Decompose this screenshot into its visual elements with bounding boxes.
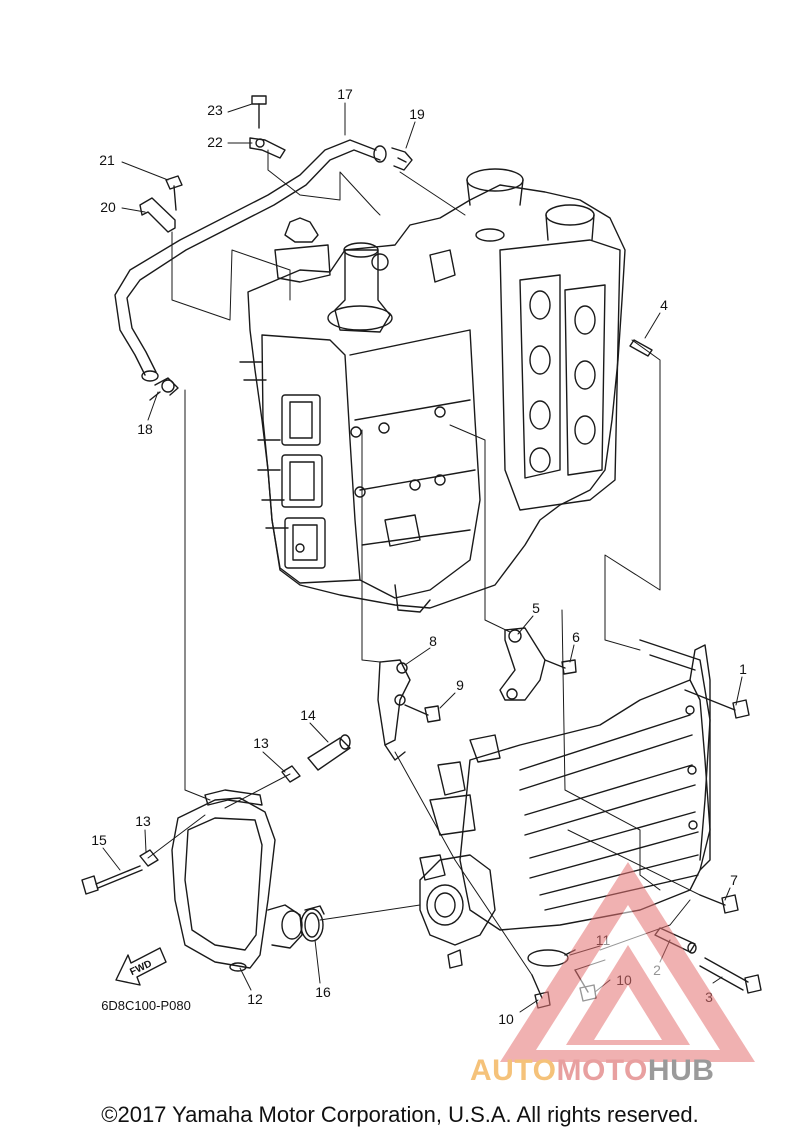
- callout-13b: 13: [135, 813, 151, 829]
- watermark-part-auto: AUTO: [470, 1054, 557, 1087]
- callout-13a: 13: [253, 735, 269, 751]
- callout-20: 20: [100, 199, 116, 215]
- watermark-part-hub: HUB: [647, 1054, 715, 1087]
- callout-17: 17: [337, 86, 353, 102]
- bolt-15: [81, 865, 143, 895]
- clip-19: [391, 147, 413, 171]
- bracket-22: [249, 137, 286, 159]
- bolt-21: [165, 175, 183, 211]
- hose-clamp-18: [149, 377, 179, 401]
- callout-labels: 1 2 3 4 5 6 7 8 9 10 10 11 12 13 13 14 1…: [91, 86, 747, 1027]
- alignment-lines: [147, 149, 701, 976]
- cylinder-block: [239, 168, 626, 613]
- bracket-8: [377, 659, 411, 761]
- hose-14: [307, 734, 351, 771]
- bracket-5: [499, 627, 546, 701]
- pin-4: [629, 339, 653, 357]
- bolt-7: [699, 894, 739, 914]
- callout-22: 22: [207, 134, 223, 150]
- hose: [114, 139, 387, 382]
- callout-16: 16: [315, 984, 331, 1000]
- callout-19: 19: [409, 106, 425, 122]
- leader-lines: [102, 102, 743, 1013]
- bracket-20: [139, 197, 176, 233]
- bolt-9: [404, 704, 441, 723]
- watermark-brand: AUTOMOTOHUB: [470, 1054, 800, 1094]
- intake-manifold: [419, 639, 711, 969]
- callout-6: 6: [572, 629, 580, 645]
- callout-15: 15: [91, 832, 107, 848]
- callout-14: 14: [300, 707, 316, 723]
- callout-10a: 10: [498, 1011, 514, 1027]
- forward-arrow-icon: [115, 947, 167, 986]
- callout-9: 9: [456, 677, 464, 693]
- callout-12: 12: [247, 991, 263, 1007]
- bolt-6: [544, 659, 577, 675]
- bolt-3: [699, 957, 762, 994]
- watermark-logo: [500, 862, 755, 1062]
- callout-5: 5: [532, 600, 540, 616]
- bolt-23: [251, 95, 267, 129]
- watermark-part-moto: MOTO: [556, 1054, 648, 1087]
- clamp-16: [300, 905, 325, 942]
- copyright-notice: ©2017 Yamaha Motor Corporation, U.S.A. A…: [101, 1102, 699, 1127]
- callout-4: 4: [660, 297, 668, 313]
- callout-8: 8: [429, 633, 437, 649]
- bolt-1: [684, 689, 750, 719]
- grommet-13: [139, 765, 301, 867]
- callout-7: 7: [730, 872, 738, 888]
- callout-21: 21: [99, 152, 115, 168]
- intake-silencer: [171, 789, 303, 972]
- figure-code: 6D8C100-P080: [101, 998, 191, 1013]
- callout-1: 1: [739, 661, 747, 677]
- callout-18: 18: [137, 421, 153, 437]
- callout-23: 23: [207, 102, 223, 118]
